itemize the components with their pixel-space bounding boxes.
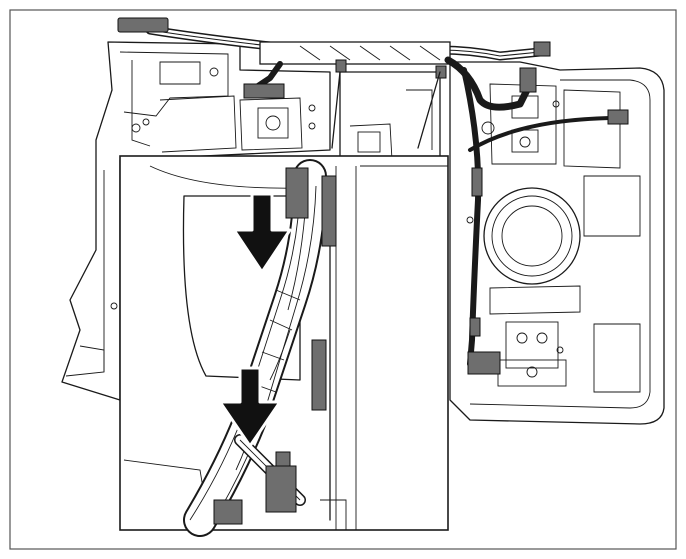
wiring-harness-top: [117, 17, 629, 375]
trim-panel-right: [449, 61, 665, 425]
connector-right-2: [607, 109, 629, 125]
connector-right-1: [519, 67, 537, 93]
down-arrow-icon: [232, 192, 292, 274]
connector-left-drop: [243, 83, 285, 99]
inset-clip-side: [321, 175, 337, 247]
connector-top-right: [533, 41, 551, 57]
down-arrow-icon: [218, 366, 282, 448]
inset-clip-top: [285, 167, 309, 219]
inset-clip-middle: [311, 339, 327, 411]
detail-inset: [119, 71, 449, 537]
trim-panel-left: [61, 41, 331, 401]
connector-top-left: [117, 17, 169, 33]
inset-connector-bottom: [265, 465, 297, 513]
connector-right-bottom: [467, 351, 501, 375]
